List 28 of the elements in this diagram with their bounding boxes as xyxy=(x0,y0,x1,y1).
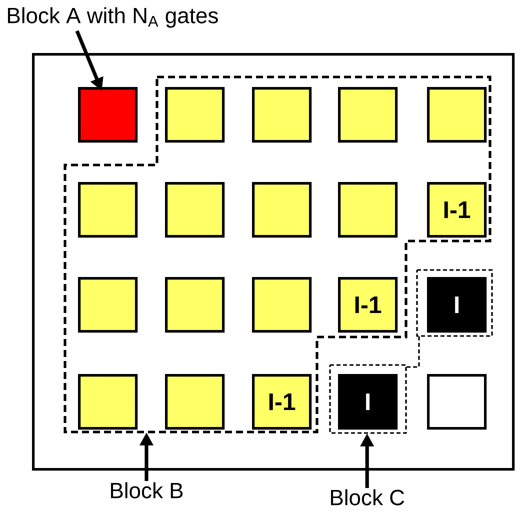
gate-block xyxy=(78,277,138,333)
gate-block xyxy=(427,87,487,143)
chip-frame xyxy=(32,53,515,471)
label-text: Block C xyxy=(331,489,404,506)
gate-block xyxy=(78,374,138,430)
dashed-region xyxy=(329,364,407,434)
gate-block xyxy=(165,277,225,333)
gate-block: I-1 xyxy=(427,182,487,238)
gate-block xyxy=(252,277,312,333)
gate-block xyxy=(252,182,312,238)
gate-block: I xyxy=(427,277,487,333)
dashed-region xyxy=(64,76,492,434)
gate-block xyxy=(165,182,225,238)
gate-block: I-1 xyxy=(338,277,398,333)
gate-block xyxy=(78,182,138,238)
gate-block: I xyxy=(338,374,398,430)
gate-block xyxy=(427,374,487,430)
gate-block xyxy=(165,87,225,143)
gate-block xyxy=(165,374,225,430)
connector-line xyxy=(406,336,420,368)
gate-block xyxy=(338,87,398,143)
dashed-region xyxy=(416,269,493,337)
label-text: Block A with N$_{A}$ gates xyxy=(8,7,218,28)
label-text: Block B xyxy=(111,482,183,498)
gate-block xyxy=(252,87,312,143)
gate-block xyxy=(78,87,138,143)
gate-block: I-1 xyxy=(252,374,312,430)
gate-block xyxy=(338,182,398,238)
